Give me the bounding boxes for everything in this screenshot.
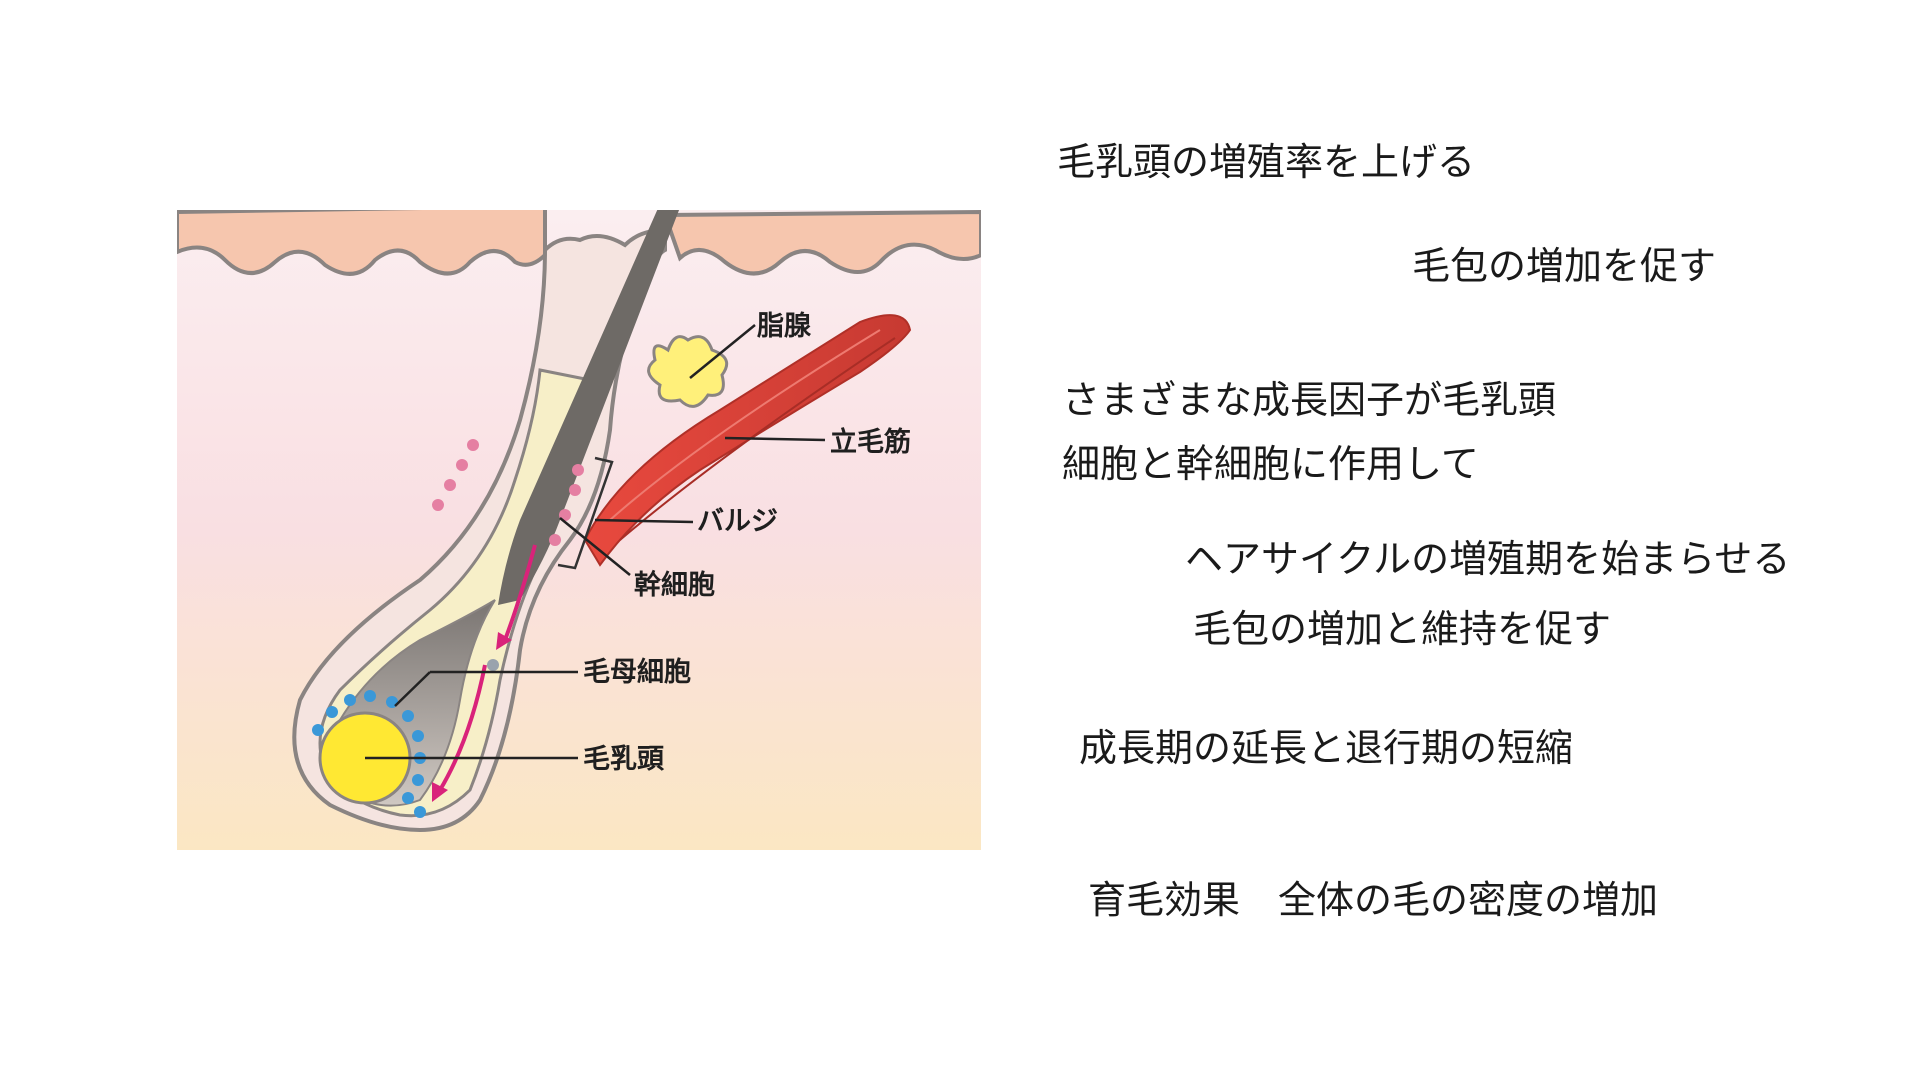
note-growth-factors-1: さまざまな成長因子が毛乳頭 (1062, 378, 1557, 422)
note-hair-growth-effect: 育毛効果 全体の毛の密度の増加 (1088, 878, 1659, 922)
label-arrector-pili: 立毛筋 (830, 426, 911, 458)
note-anagen-extension: 成長期の延長と退行期の短縮 (1079, 726, 1574, 770)
matrix-cell-dots (312, 690, 426, 818)
label-stem-cells: 幹細胞 (634, 569, 715, 601)
bulge-bracket (557, 456, 614, 570)
label-dermal-papilla: 毛乳頭 (583, 744, 665, 775)
label-sebaceous-gland: 脂腺 (757, 311, 812, 342)
note-anagen-start: ヘアサイクルの増殖期を始まらせる (1185, 537, 1791, 581)
note-follicle-increase: 毛包の増加を促す (1412, 244, 1717, 288)
note-papilla-proliferation: 毛乳頭の増殖率を上げる (1057, 140, 1476, 184)
note-growth-factors-2: 細胞と幹細胞に作用して (1062, 442, 1479, 486)
label-matrix-cells: 毛母細胞 (583, 657, 691, 688)
epidermis-layer (177, 210, 547, 276)
migration-arrow (503, 544, 537, 641)
migration-arrow (438, 664, 487, 792)
hair-shaft (498, 210, 680, 605)
epidermis-layer-right (662, 210, 981, 276)
note-follicle-maintenance: 毛包の増加と維持を促す (1193, 607, 1612, 651)
stem-cell-dots (432, 439, 584, 546)
matrix-cell-marker (487, 659, 499, 671)
sebaceous-gland (647, 335, 729, 408)
label-bulge: バルジ (697, 506, 778, 537)
